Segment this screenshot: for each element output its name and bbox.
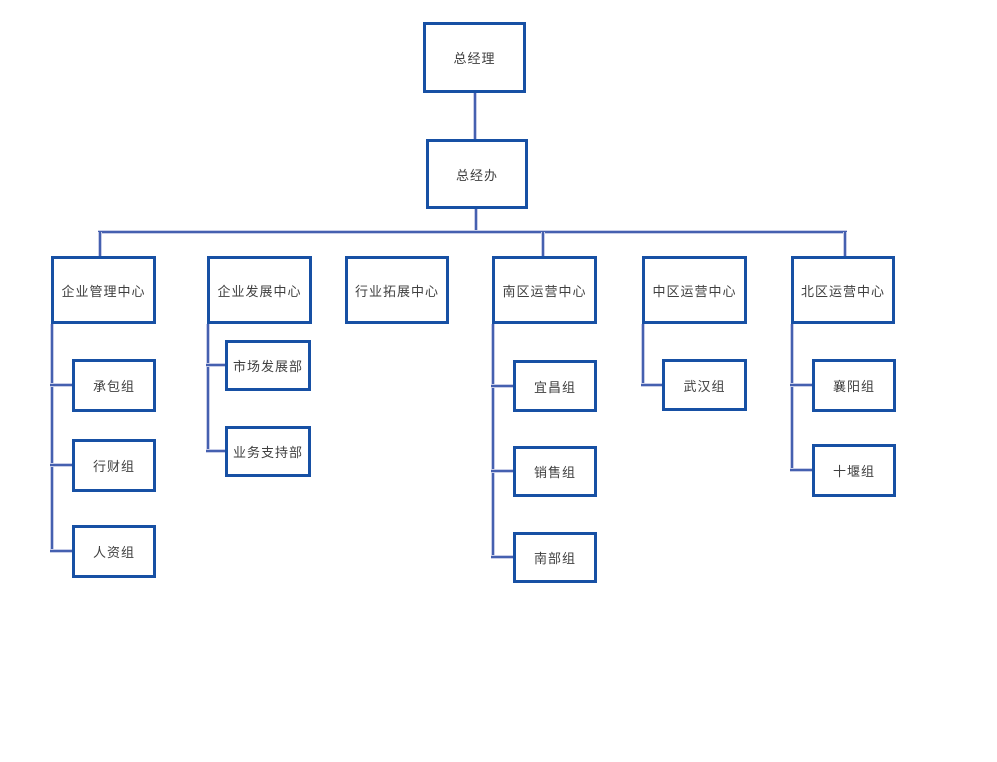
org-node-sales-group[interactable]: 销售组 — [513, 446, 597, 497]
org-node-general-manager-office[interactable]: 总经办 — [426, 139, 528, 209]
org-node-industry-expansion-center[interactable]: 行业拓展中心 — [345, 256, 449, 324]
connector-line — [50, 463, 72, 467]
connector-line — [491, 555, 513, 559]
connector-line — [98, 230, 847, 234]
connector-line — [206, 324, 210, 453]
org-node-enterprise-development-center[interactable]: 企业发展中心 — [207, 256, 312, 324]
connector-line — [641, 324, 645, 387]
org-node-contracting-group[interactable]: 承包组 — [72, 359, 156, 412]
connector-line — [474, 209, 478, 233]
org-node-south-operations-center[interactable]: 南区运营中心 — [492, 256, 597, 324]
connector-line — [98, 232, 102, 256]
org-node-hr-group[interactable]: 人资组 — [72, 525, 156, 578]
org-node-central-operations-center[interactable]: 中区运营中心 — [642, 256, 747, 324]
org-node-xiangyang-group[interactable]: 襄阳组 — [812, 359, 896, 412]
org-node-north-operations-center[interactable]: 北区运营中心 — [791, 256, 895, 324]
org-node-market-development-dept[interactable]: 市场发展部 — [225, 340, 311, 391]
connector-line — [50, 324, 54, 553]
connector-line — [491, 384, 513, 388]
connector-line — [491, 469, 513, 473]
connector-line — [790, 324, 794, 472]
connector-line — [206, 363, 225, 367]
org-node-yichang-group[interactable]: 宜昌组 — [513, 360, 597, 412]
org-node-admin-finance-group[interactable]: 行财组 — [72, 439, 156, 492]
connector-line — [473, 93, 477, 139]
connector-line — [206, 449, 225, 453]
org-node-shiyan-group[interactable]: 十堰组 — [812, 444, 896, 497]
connector-line — [641, 383, 662, 387]
connector-line — [491, 324, 495, 559]
org-node-general-manager[interactable]: 总经理 — [423, 22, 526, 93]
org-node-wuhan-group[interactable]: 武汉组 — [662, 359, 747, 411]
connector-line — [790, 468, 812, 472]
org-node-south-group[interactable]: 南部组 — [513, 532, 597, 583]
connector-line — [541, 232, 545, 256]
connector-line — [843, 232, 847, 256]
connector-line — [790, 383, 812, 387]
connector-line — [50, 383, 72, 387]
connector-line — [50, 549, 72, 553]
org-node-enterprise-management-center[interactable]: 企业管理中心 — [51, 256, 156, 324]
org-node-business-support-dept[interactable]: 业务支持部 — [225, 426, 311, 477]
